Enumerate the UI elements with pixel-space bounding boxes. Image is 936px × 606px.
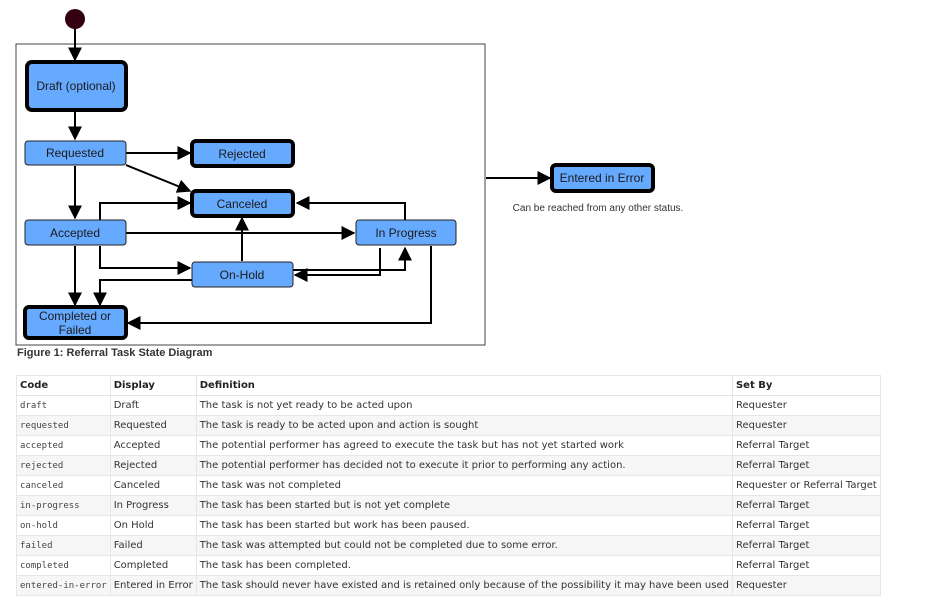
header-definition: Definition — [195, 375, 733, 396]
state-completed-or-failed: Completed or Failed — [23, 305, 128, 340]
table-row: failed Failed The task was attempted but… — [16, 535, 881, 556]
table-row: in-progress In Progress The task has bee… — [16, 495, 881, 516]
cell-definition: The task has been completed. — [195, 555, 733, 576]
cell-set-by: Referral Target — [731, 435, 881, 456]
cell-display: Entered in Error — [109, 575, 197, 596]
state-requested-label: Requested — [46, 146, 104, 160]
transition-arrows — [68, 29, 552, 330]
state-rejected-label: Rejected — [218, 147, 265, 161]
diagram-frame — [15, 43, 486, 346]
state-canceled: Canceled — [190, 189, 295, 218]
cell-set-by: Requester — [731, 415, 881, 436]
table-header-row: Code Display Definition Set By — [16, 375, 881, 396]
cell-definition: The task should never have existed and i… — [195, 575, 733, 596]
state-canceled-label: Canceled — [217, 197, 268, 211]
state-accepted: Accepted — [24, 219, 127, 246]
state-completed-label-line2: Failed — [59, 323, 92, 337]
cell-display: Rejected — [109, 455, 197, 476]
cell-display: On Hold — [109, 515, 197, 536]
cell-set-by: Referral Target — [731, 495, 881, 516]
table-row: on-hold On Hold The task has been starte… — [16, 515, 881, 536]
header-set-by: Set By — [731, 375, 881, 396]
edge-inprogress-completed — [126, 246, 432, 330]
cell-definition: The task was not completed — [195, 475, 733, 496]
state-accepted-label: Accepted — [50, 226, 100, 240]
cell-set-by: Referral Target — [731, 555, 881, 576]
cell-code: canceled — [16, 475, 111, 496]
cell-display: Completed — [109, 555, 197, 576]
state-in-progress: In Progress — [355, 219, 457, 246]
edge-accepted-canceled — [99, 196, 192, 220]
cell-definition: The potential performer has decided not … — [195, 455, 733, 476]
table-row: entered-in-error Entered in Error The ta… — [16, 575, 881, 596]
table-row: accepted Accepted The potential performe… — [16, 435, 881, 456]
edge-inprogress-onhold — [293, 248, 381, 282]
figure-caption: Figure 1: Referral Task State Diagram — [17, 347, 213, 359]
header-code: Code — [16, 375, 111, 396]
cell-definition: The potential performer has agreed to ex… — [195, 435, 733, 456]
cell-code: draft — [16, 395, 111, 416]
cell-definition: The task has been started but is not yet… — [195, 495, 733, 516]
edge-onhold-inprogress — [293, 246, 412, 271]
cell-set-by: Referral Target — [731, 535, 881, 556]
state-rejected: Rejected — [190, 139, 295, 168]
cell-code: rejected — [16, 455, 111, 476]
state-on-hold-label: On-Hold — [220, 268, 265, 282]
cell-display: Failed — [109, 535, 197, 556]
table-row: canceled Canceled The task was not compl… — [16, 475, 881, 496]
cell-code: in-progress — [16, 495, 111, 516]
cell-display: In Progress — [109, 495, 197, 516]
table-row: rejected Rejected The potential performe… — [16, 455, 881, 476]
cell-definition: The task has been started but work has b… — [195, 515, 733, 536]
state-draft: Draft (optional) — [25, 60, 128, 112]
edge-requested-canceled — [125, 164, 192, 193]
cell-display: Canceled — [109, 475, 197, 496]
cell-definition: The task is ready to be acted upon and a… — [195, 415, 733, 436]
state-requested: Requested — [24, 140, 127, 166]
cell-code: accepted — [16, 435, 111, 456]
cell-display: Draft — [109, 395, 197, 416]
cell-set-by: Referral Target — [731, 515, 881, 536]
table-row: requested Requested The task is ready to… — [16, 415, 881, 436]
cell-set-by: Requester — [731, 395, 881, 416]
table-row: completed Completed The task has been co… — [16, 555, 881, 576]
header-display: Display — [109, 375, 197, 396]
edge-accepted-onhold — [99, 246, 192, 275]
cell-set-by: Requester or Referral Target — [731, 475, 881, 496]
status-codes-table: Code Display Definition Set By draft Dra… — [16, 375, 881, 596]
cell-code: failed — [16, 535, 111, 556]
cell-set-by: Referral Target — [731, 455, 881, 476]
cell-definition: The task was attempted but could not be … — [195, 535, 733, 556]
table-row: draft Draft The task is not yet ready to… — [16, 395, 881, 416]
start-state-dot — [65, 9, 85, 29]
cell-code: entered-in-error — [16, 575, 111, 596]
state-in-progress-label: In Progress — [375, 226, 436, 240]
cell-code: requested — [16, 415, 111, 436]
edge-onhold-completed — [93, 279, 193, 307]
cell-display: Accepted — [109, 435, 197, 456]
state-diagram: Draft (optional) Requested Rejected Canc… — [15, 9, 684, 346]
state-draft-label: Draft (optional) — [36, 79, 115, 93]
state-entered-in-error-label: Entered in Error — [560, 171, 645, 185]
state-entered-in-error: Entered in Error — [550, 163, 655, 193]
state-completed-label-line1: Completed or — [39, 309, 111, 323]
cell-code: completed — [16, 555, 111, 576]
cell-set-by: Requester — [731, 575, 881, 596]
cell-definition: The task is not yet ready to be acted up… — [195, 395, 733, 416]
cell-code: on-hold — [16, 515, 111, 536]
state-on-hold: On-Hold — [191, 261, 294, 288]
edge-inprogress-canceled — [295, 196, 406, 220]
entered-in-error-note: Can be reached from any other status. — [513, 203, 684, 214]
cell-display: Requested — [109, 415, 197, 436]
